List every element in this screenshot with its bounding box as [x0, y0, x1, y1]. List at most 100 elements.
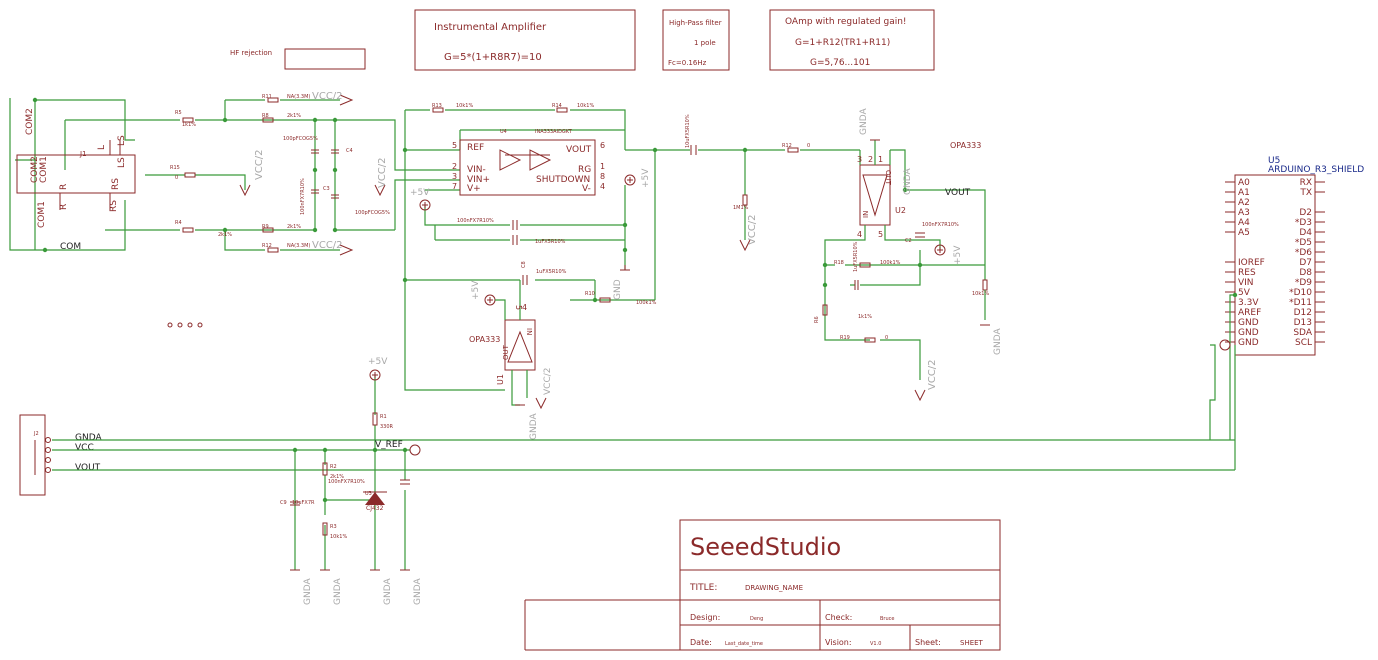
inamp-note-box: Instrumental Amplifier G=5*(1+R8R7)=10: [414, 9, 636, 71]
c2-ref: C2: [905, 238, 912, 244]
u2-pin-in: IN: [862, 211, 870, 218]
highpass-filter: 10uFX5R10% 1M1% VCC/2 R12 0: [655, 114, 860, 252]
u2-value: OPA333: [950, 141, 981, 150]
title-block-date-value: Last_date_time: [725, 641, 763, 647]
u5-right-pin-label: *D5: [1295, 238, 1312, 248]
u3-ref: U3: [365, 491, 372, 497]
oamp-note-box: OAmp with regulated gain! G=1+R12(TR1+R1…: [769, 9, 935, 71]
j1-pin-com2-b: COM2: [30, 156, 40, 183]
r13-ref: R13: [432, 103, 442, 109]
r2-ref: R2: [330, 464, 337, 470]
net-vout-u2: VOUT: [945, 188, 971, 198]
r12-ref: R12: [782, 143, 792, 149]
r10-ref: R10: [585, 291, 595, 297]
u5-left-pin-label: RES: [1238, 268, 1256, 278]
j2-ref: J2: [33, 431, 39, 437]
c-ref-value: 100nFX7R10%: [328, 479, 365, 485]
r6-ref: R6: [814, 316, 820, 323]
c8-ref: C8: [521, 261, 527, 268]
u1-pin-in: IN: [525, 328, 533, 335]
j1-pin-com1-a: COM1: [39, 156, 49, 183]
u2-pin-p1: 1: [878, 155, 883, 164]
u5-right-pin-label: *D10: [1289, 288, 1312, 298]
net-gnda-j2: GNDA: [75, 433, 102, 443]
title-block-check-value: Bruce: [880, 616, 894, 622]
net-vcc2-hp: VCC/2: [747, 214, 758, 245]
c4-value: 100pFCOG5%: [283, 136, 318, 142]
r3-ref: R3: [330, 524, 337, 530]
j1-pin-r: R: [59, 184, 69, 190]
net-5v-u1: +5V: [471, 280, 481, 300]
highpass-note-title: High-Pass filter: [669, 19, 722, 27]
u4-pin-rg: RG: [578, 165, 591, 175]
r11-ref: R11: [262, 94, 272, 100]
u5-right-pin-label: D8: [1299, 268, 1312, 278]
highpass-note-box: High-Pass filter 1 pole Fc=0.16Hz: [662, 9, 730, 71]
net-gnda-c: GNDA: [383, 578, 393, 605]
u1-pin-p4: 4: [522, 303, 527, 312]
u1-ref: U1: [496, 374, 505, 385]
u5-right-pin-label: D12: [1294, 308, 1312, 318]
r3-value: 10k1%: [330, 534, 347, 540]
u2-pin-p2: 2: [868, 155, 873, 164]
u4-pin-vp: V+: [467, 184, 481, 194]
u3-value: CJ432: [366, 505, 384, 512]
u5-left-pin-label: A4: [1238, 218, 1250, 228]
oamp-note-gain: G=1+R12(TR1+R11): [795, 38, 890, 48]
inamp-note-title: Instrumental Amplifier: [434, 22, 547, 33]
highpass-note-poles: 1 pole: [694, 39, 716, 47]
title-block-sheet-label: Sheet:: [915, 638, 941, 647]
title-block-company: SeeedStudio: [690, 533, 841, 561]
u5-ref: U5: [1268, 156, 1280, 166]
opamp-u2: +5V GNDA GNDA OPA333 U2 3 2 1 4 5 IN OUT…: [814, 108, 1003, 402]
u5-right-pins: RXTXD2*D3D4*D5*D6D7D8*D9*D10*D11D12D13SD…: [1289, 178, 1325, 348]
c4-ref: C4: [346, 148, 353, 154]
r12b-value: NA(3.3M): [287, 243, 310, 249]
u4-n7: 7: [452, 182, 457, 191]
u5-left-pins: A0A1A2A3A4A5IOREFRESVIN5V3.3VAREFGNDGNDG…: [1225, 178, 1265, 348]
c-hp-value: 100nFX7R10%: [457, 218, 494, 224]
u5-left-pin-label: A0: [1238, 178, 1250, 188]
u2-pin-out: OUT: [884, 170, 892, 186]
net-gnda-u2-top: GNDA: [859, 108, 869, 135]
u5-left-pin-label: GND: [1238, 328, 1259, 338]
title-block-title-label: TITLE:: [689, 583, 717, 593]
net-5v-vref: +5V: [368, 357, 388, 367]
u4-pin-vm: V-: [582, 184, 591, 194]
j1-pin-com2-a: COM2: [25, 108, 35, 135]
u5-right-pin-label: D4: [1299, 228, 1312, 238]
r12b-ref: R12: [262, 243, 272, 249]
inamp-note-gain: G=5*(1+R8R7)=10: [444, 52, 542, 63]
vref-section: J2 GNDA VCC VOUT V_REF +5V R1 330R R2 2k…: [19, 322, 1235, 605]
net-5v-u2: +5V: [953, 245, 963, 265]
r14-ref: R14: [552, 103, 562, 109]
net-gnda-u2-mid: GNDA: [903, 168, 913, 195]
u5-right-pin-label: D13: [1294, 318, 1312, 328]
u4-n5: 5: [452, 141, 457, 150]
u4-pin-vinm: VIN-: [467, 165, 486, 175]
u1-value: OPA333: [469, 335, 500, 344]
u4-value: INA333AIDGKT: [535, 129, 573, 135]
arduino-shield-u5: U5 ARDUINO_R3_SHIELD A0A1A2A3A4A5IOREFRE…: [1209, 156, 1364, 470]
u4-pin-vinp: VIN+: [467, 175, 490, 185]
title-block-design-value: Deng: [750, 616, 763, 622]
r8-value: 2k1%: [287, 113, 301, 119]
r4-ref: R4: [175, 220, 182, 226]
r15-ref: R15: [170, 165, 180, 171]
u5-left-pin-label: A1: [1238, 188, 1250, 198]
c3-ref: C3: [323, 186, 330, 192]
u5-left-pin-label: GND: [1238, 338, 1259, 348]
title-block: SeeedStudio TITLE: DRAWING_NAME Design: …: [524, 519, 1001, 651]
oamp-note-title: OAmp with regulated gain!: [785, 17, 907, 27]
r10-value: 100k1%: [636, 300, 657, 306]
u5-right-pin-label: SDA: [1293, 328, 1312, 338]
net-vcc-j2: VCC: [75, 443, 94, 453]
hf-rejection-label: HF rejection: [230, 49, 272, 57]
title-block-vision-value: V1.0: [870, 641, 881, 647]
net-vref: V_REF: [375, 440, 403, 450]
net-vcc2-d: VCC/2: [377, 157, 388, 188]
title-block-vision-label: Vision:: [825, 638, 852, 647]
j1-pin-l: L: [97, 145, 107, 150]
u5-left-pin-label: A5: [1238, 228, 1250, 238]
